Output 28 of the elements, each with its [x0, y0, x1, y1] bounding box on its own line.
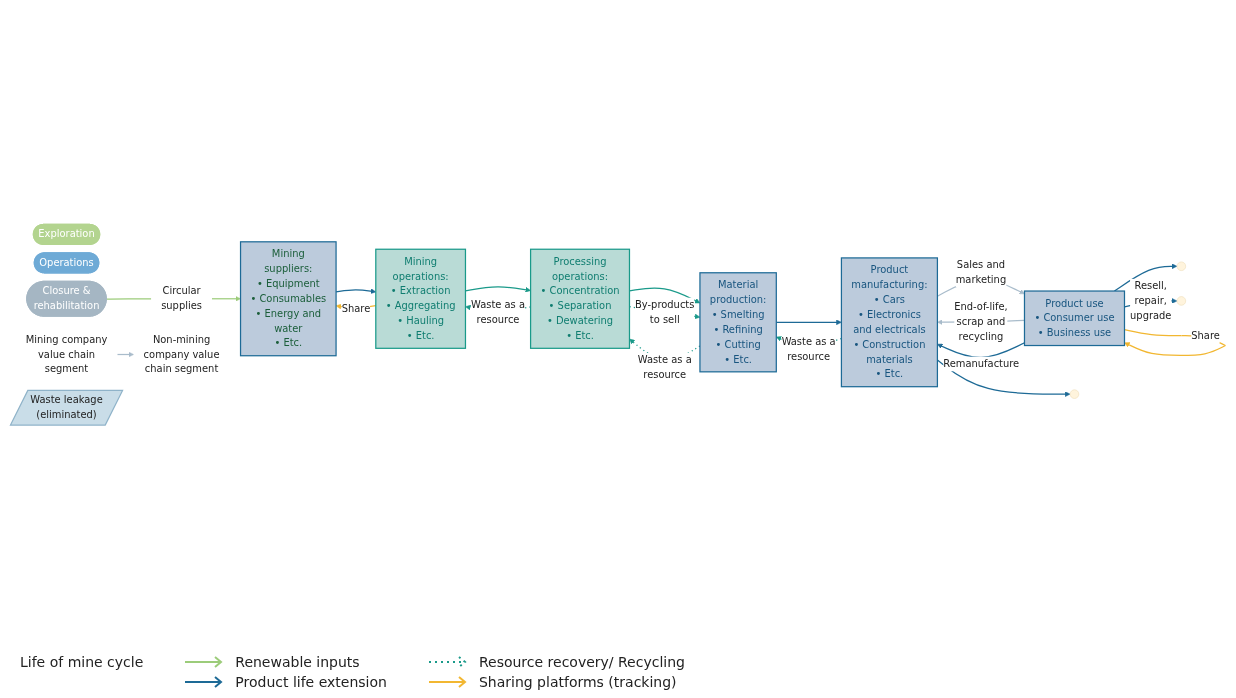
edge-label: Resell, repair, upgrade: [1130, 280, 1172, 322]
node-text: Mining company value chain segment: [25, 333, 108, 376]
edge-label: Share: [341, 302, 371, 315]
legend-label: Resource recovery/ Recycling: [478, 654, 685, 670]
edge-label: Waste as a resource: [637, 354, 692, 382]
node-box: [699, 272, 777, 373]
node-box: [1023, 290, 1126, 347]
edge-label: Waste as a resource: [781, 336, 836, 363]
bracket-label: Life of mine cycle: [20, 654, 144, 670]
edge-label: Share: [1191, 329, 1220, 342]
node-text: Non-mining company value chain segment: [143, 333, 220, 376]
legend-label: Sharing platforms (tracking): [478, 674, 677, 690]
edge-label: Sales and marketing: [955, 259, 1007, 286]
node-box: [840, 257, 939, 388]
edge-label: By-products to sell: [635, 299, 695, 326]
flowchart-diagram: Share By-products to sell Waste as a resource Waste as a resource Waste as a resource Sales and marketing End-of-life, scrap and recycling Remanufacture Resell, repair, upgrade Share Exploration Operations Closure & rehabilitation Mining suppliers: • Equipment • Consumables • Energy and water • Etc. Mining operations: • Extraction • Aggregating • Hauling • Etc. Processing operations: • Concentration • Separation • Dewatering • Etc. Material production: • Smelting • Refining • Cutting • Etc. Product manufacturing: • Cars • Electronics and electricals • Construction materials • Etc. Product use • Consumer use • Business use Circular supplies Mining company value chain segment Non-mining company value chain segment Waste leakage (eliminated): [8, 222, 1228, 428]
arrow: [211, 296, 241, 302]
node-box: [239, 241, 337, 357]
arrow: [1113, 263, 1178, 292]
node-box: [375, 248, 467, 350]
edge-label: End-of-life, scrap and recycling: [954, 301, 1008, 343]
arrow: [116, 352, 134, 358]
legend-label: Product life extension: [235, 674, 387, 690]
node-box: [529, 248, 631, 350]
edge-label: Waste as a resource: [471, 298, 525, 326]
legend-label: Renewable inputs: [235, 654, 360, 670]
node-text: Circular supplies: [161, 285, 202, 312]
edge-label: Remanufacture: [943, 357, 1020, 370]
